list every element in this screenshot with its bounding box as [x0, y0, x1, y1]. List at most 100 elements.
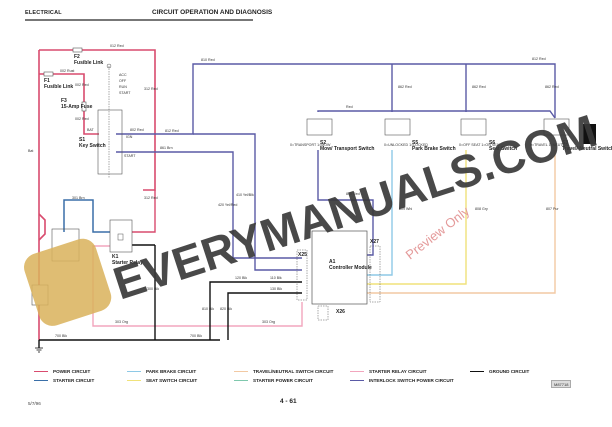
switch-s6-box — [460, 118, 487, 136]
key-position-off: OFF — [119, 79, 127, 83]
legend-item: SEAT SWITCH CIRCUIT — [127, 378, 197, 383]
x27-label: X27 — [370, 239, 379, 245]
x26-label: X26 — [336, 309, 345, 315]
legend-item: TRAVEL/NEUTRAL SWITCH CIRCUIT — [234, 369, 333, 374]
key-position-run: RUN — [119, 85, 127, 89]
s3-name: Travel/ Neutral Switch — [562, 146, 612, 152]
legend-swatch — [34, 379, 48, 382]
page-title: CIRCUIT OPERATION AND DIAGNOSIS — [152, 9, 273, 16]
battery-label: Bat — [28, 149, 33, 153]
legend-label: TRAVEL/NEUTRAL SWITCH CIRCUIT — [253, 369, 334, 374]
legend-item: GROUND CIRCUIT — [470, 369, 529, 374]
a1-id: A1 — [329, 259, 336, 265]
switch-s5-box — [384, 118, 411, 136]
relay-feed-wire — [130, 190, 156, 233]
starter-relay-wires — [92, 245, 303, 327]
wire-label: 130 Blk — [270, 287, 282, 291]
legend-swatch — [127, 370, 141, 373]
seat-switch-wire — [367, 150, 467, 285]
f3-id: F3 — [61, 98, 67, 104]
wire-label: 110 Blk — [270, 276, 282, 280]
legend-item: STARTER RELAY CIRCUIT — [350, 369, 427, 374]
legend-swatch — [127, 379, 141, 382]
connector-x27 — [369, 245, 381, 303]
wire-label: 312 Red — [144, 196, 158, 200]
k1-id: K1 — [112, 254, 119, 260]
f1-name: Fusible Link — [44, 84, 73, 90]
wire-label: 862 Red — [398, 85, 412, 89]
figure-code: M87718 — [551, 380, 572, 388]
page-number: 4 - 61 — [280, 398, 297, 405]
connector-x26 — [317, 305, 329, 321]
wire-label: 303 Org — [115, 320, 128, 324]
park-brake-wire — [367, 150, 393, 276]
wire-label: 809 Whi — [399, 207, 412, 211]
wire-label: Red — [346, 105, 353, 109]
wire-label: 312 Red — [144, 87, 158, 91]
wire-label: 807 Pur — [546, 207, 559, 211]
ground-symbol-icon — [35, 347, 43, 353]
terminal-bat: BAT — [87, 128, 95, 132]
legend-label: STARTER RELAY CIRCUIT — [369, 369, 427, 374]
key-position-start: START — [119, 91, 131, 95]
x25-label: X25 — [298, 252, 307, 258]
switch-s2-box — [306, 118, 333, 136]
wire-label: 420 Yel/Red — [218, 203, 237, 207]
interlock-power-wires — [116, 63, 556, 271]
wire-label: 700 Blk — [55, 334, 67, 338]
wire-label: 861 Brn — [160, 146, 173, 150]
legend-label: STARTER POWER CIRCUIT — [253, 378, 313, 383]
wire-label: 410 Yel/Blk — [236, 193, 254, 197]
wire-label: 820 Blk — [220, 307, 232, 311]
wire-label: 810 Blk — [202, 307, 214, 311]
s6-name: Seat Switch — [489, 146, 517, 152]
starter-circuit-wires — [63, 199, 110, 233]
s6-id: S6 — [489, 140, 495, 146]
wire-label: 862 Red — [472, 85, 486, 89]
wire-label: 862 Red — [545, 85, 559, 89]
wire-label: 303 Org — [262, 320, 275, 324]
fuse-f3-icon — [81, 101, 87, 112]
wire-label: 002 Rust — [60, 69, 74, 73]
f1-id: F1 — [44, 78, 50, 84]
legend-swatch — [234, 379, 248, 382]
legend-label: PARK BRAKE CIRCUIT — [146, 369, 197, 374]
page-tab-marker — [583, 124, 596, 144]
wire-label: 812 Red — [532, 57, 546, 61]
key-position-acc: ACC — [119, 73, 127, 77]
legend-item: STARTER CIRCUIT — [34, 378, 94, 383]
f2-name: Fusible Link — [74, 60, 103, 66]
fuse-f1-icon — [43, 71, 54, 77]
connector-x25 — [296, 249, 308, 301]
s5-name: Park Brake Switch — [412, 146, 456, 152]
ground-wires — [38, 244, 302, 348]
f3-name: 15-Amp Fuse — [61, 104, 93, 110]
s1-id: S1 — [79, 137, 85, 143]
s2-id: S2 — [320, 140, 326, 146]
section-label: ELECTRICAL — [25, 10, 62, 16]
f2-id: F2 — [74, 54, 80, 60]
s3-states: 0=TRAVEL 1=NEUTRAL — [530, 143, 570, 147]
legend-item: POWER CIRCUIT — [34, 369, 90, 374]
key-icon — [106, 63, 112, 69]
wire-label: 810 Red — [346, 192, 360, 196]
footer-date: 5/7/96 — [28, 401, 41, 406]
legend-swatch — [350, 379, 364, 382]
wire-label: 120 Blk — [235, 276, 247, 280]
k1-name: Starter Relay — [112, 260, 143, 266]
wire-label: 808 Gry — [475, 207, 488, 211]
legend-label: SEAT SWITCH CIRCUIT — [146, 378, 198, 383]
wire-label: 812 Red — [165, 129, 179, 133]
relay-k1-box — [109, 219, 133, 253]
legend-swatch — [470, 370, 484, 373]
switch-s3-box — [543, 118, 570, 136]
a1-name: Controller Module — [329, 265, 372, 271]
wire-label: 002 Red — [75, 117, 89, 121]
wire-label: 810 Red — [201, 58, 215, 62]
header-rule — [25, 19, 253, 21]
s2-name: Mow/ Transport Switch — [320, 146, 374, 152]
legend-label: POWER CIRCUIT — [53, 369, 91, 374]
legend-swatch — [34, 370, 48, 373]
s6-states: 0=OFF SEAT 1=ON SEAT — [459, 143, 502, 147]
